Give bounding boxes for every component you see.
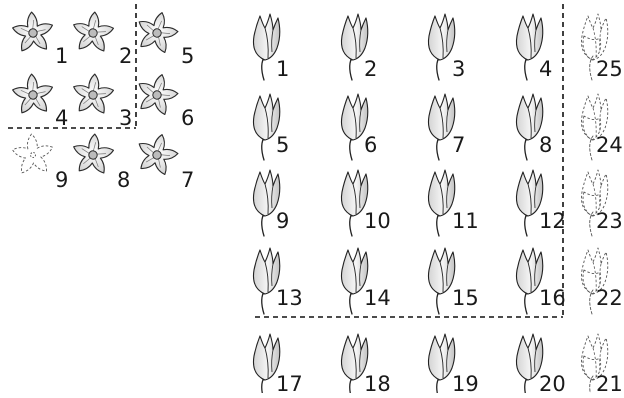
flower-label: 8 xyxy=(117,168,131,192)
tulip-outline xyxy=(581,333,609,398)
flower xyxy=(73,11,115,52)
tulip-label: 7 xyxy=(452,133,466,157)
flower-label: 9 xyxy=(55,168,69,192)
tulip-label: 17 xyxy=(276,372,303,396)
tulip-label: 24 xyxy=(596,133,623,157)
tulip-label: 21 xyxy=(596,372,623,396)
tulip-label: 15 xyxy=(452,286,479,310)
tulip-label: 3 xyxy=(452,57,466,81)
tulip-label: 6 xyxy=(364,133,378,157)
tulip-outline xyxy=(581,13,609,81)
flower xyxy=(138,12,179,54)
tulip xyxy=(252,93,281,161)
tulip-label: 4 xyxy=(539,57,553,81)
flower-label: 6 xyxy=(181,106,195,130)
tulip-label: 20 xyxy=(539,372,566,396)
tulip xyxy=(340,13,369,81)
tulip xyxy=(427,333,456,398)
tulip-outline xyxy=(581,169,609,237)
flower xyxy=(138,134,179,176)
flower xyxy=(138,74,179,116)
tulip-grid xyxy=(252,13,609,398)
flower-label: 4 xyxy=(55,106,69,130)
tulip xyxy=(340,247,369,315)
flower-label: 3 xyxy=(119,106,133,130)
tulip-label: 5 xyxy=(276,133,290,157)
tulip xyxy=(427,169,456,237)
tulip-label: 13 xyxy=(276,286,303,310)
tulip-label: 19 xyxy=(452,372,479,396)
tulip xyxy=(252,333,281,398)
tulip xyxy=(427,13,456,81)
tulip-label: 9 xyxy=(276,209,290,233)
tulip xyxy=(252,247,281,315)
flower xyxy=(12,11,54,52)
tulip xyxy=(252,169,281,237)
tulip-label: 12 xyxy=(539,209,566,233)
flower xyxy=(73,133,115,174)
tulip-label: 1 xyxy=(276,57,290,81)
flower xyxy=(12,73,54,114)
tulip xyxy=(252,13,281,81)
tulip-label: 23 xyxy=(596,209,623,233)
tulip-label: 25 xyxy=(596,57,623,81)
tulip-outline xyxy=(581,247,609,315)
tulip-label: 2 xyxy=(364,57,378,81)
flower xyxy=(73,73,115,114)
tulip-label: 18 xyxy=(364,372,391,396)
tulip xyxy=(515,169,544,237)
tulip-label: 10 xyxy=(364,209,391,233)
tulip-outline xyxy=(581,93,609,161)
tulip xyxy=(515,333,544,398)
tulip-label: 14 xyxy=(364,286,391,310)
tulip-label: 22 xyxy=(596,286,623,310)
tulip-label: 16 xyxy=(539,286,566,310)
flower-label: 5 xyxy=(181,44,195,68)
tulip xyxy=(340,333,369,398)
tulip xyxy=(515,93,544,161)
tulip-label: 11 xyxy=(452,209,479,233)
flower-grid xyxy=(12,11,179,176)
tulip xyxy=(340,93,369,161)
divider-lines xyxy=(8,4,564,318)
tulip-label: 8 xyxy=(539,133,553,157)
tulip xyxy=(427,93,456,161)
flower-outline xyxy=(12,133,53,174)
tulip xyxy=(427,247,456,315)
tulip xyxy=(515,247,544,315)
flower-label: 7 xyxy=(181,168,195,192)
tulip xyxy=(340,169,369,237)
tulip xyxy=(515,13,544,81)
flower-label: 2 xyxy=(119,44,133,68)
flower-label: 1 xyxy=(55,44,69,68)
